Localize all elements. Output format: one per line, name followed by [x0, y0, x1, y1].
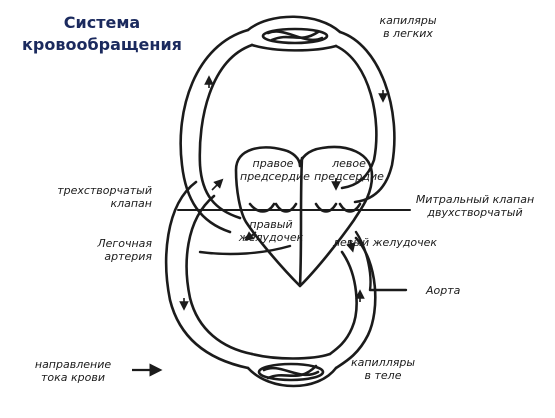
systemic-loop-outer: [164, 180, 250, 370]
heart-outline: [234, 145, 374, 288]
label-lung-capillaries: капиляры в легких: [379, 14, 437, 40]
label-pulmonary-artery: Легочная артерия: [97, 237, 152, 263]
label-left-atrium: левое предсердие: [314, 157, 384, 183]
pulmonary-return-outer: [338, 30, 396, 204]
flow-arrow-into-right-atrium: [211, 178, 224, 191]
body-capillary-cap: [246, 366, 338, 388]
heart-septum: [298, 156, 304, 288]
pulmonary-return-inner: [334, 44, 378, 190]
pulmonary-loop-outer: [179, 28, 250, 234]
flow-arrow-right-ventricle: [244, 231, 257, 241]
label-mitral-valve: Митральный клапан двухстворчатый: [415, 193, 535, 219]
label-right-atrium: правое предсердие: [240, 157, 310, 183]
label-tricuspid-valve: трехстворчатый клапан: [57, 184, 152, 210]
mitral-valve-flaps: [314, 202, 362, 213]
lung-capillary-net: [261, 27, 329, 45]
systemic-return-outer: [334, 236, 377, 370]
label-body-capillaries: капилляры в теле: [350, 356, 416, 382]
label-left-ventricle: левый желудочек: [333, 236, 438, 249]
systemic-return-inner: [328, 250, 358, 356]
body-capillary-net: [257, 362, 325, 382]
pulmonary-loop-inner: [198, 43, 254, 220]
title-line-2: кровообращения: [22, 35, 182, 54]
label-right-ventricle: правый желудочек: [238, 218, 304, 244]
systemic-loop-inner: [185, 194, 254, 356]
label-aorta: Аорта: [426, 284, 461, 297]
flow-arrow-left-ventricle: [346, 239, 356, 253]
diagram-title: Система кровообращения: [22, 12, 182, 56]
pulmonary-artery-vessel: [198, 244, 292, 256]
label-flow-direction: направление тока крови: [34, 358, 112, 384]
lung-capillary-cap: [246, 15, 342, 34]
aorta-vessel: [354, 230, 408, 292]
title-line-1: Система: [63, 13, 141, 32]
tricuspid-valve-flaps: [248, 202, 298, 213]
body-capillary-base: [250, 352, 332, 360]
lung-capillary-base: [250, 43, 338, 52]
